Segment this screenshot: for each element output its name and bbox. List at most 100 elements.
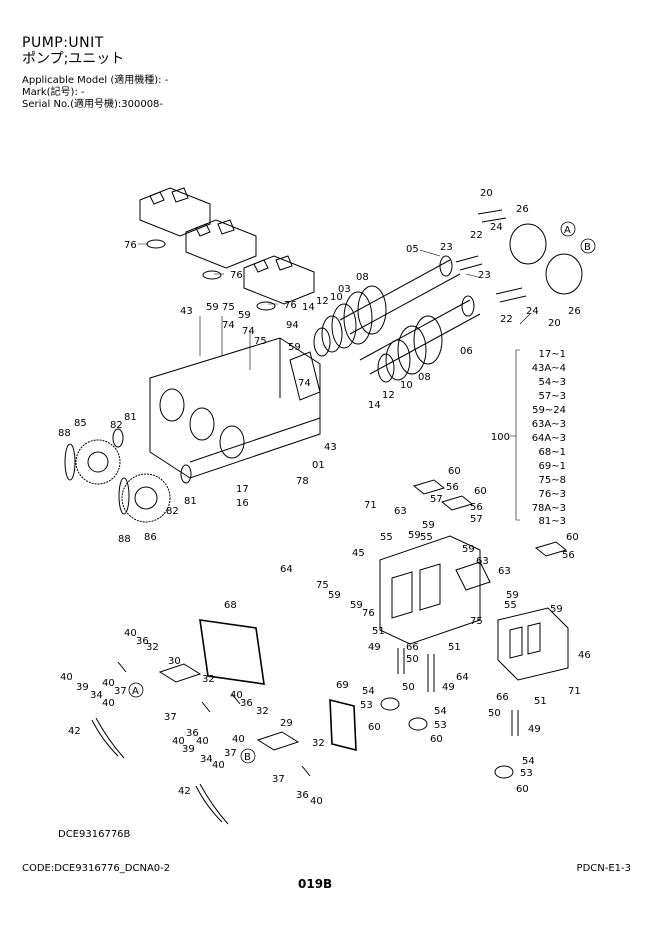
part-callout: 57 bbox=[430, 494, 443, 505]
part-callout: 59 bbox=[288, 342, 301, 353]
part-callout: 22 bbox=[500, 314, 513, 325]
kit-item: 17~1 bbox=[539, 349, 566, 360]
kit-item: 81~3 bbox=[539, 516, 566, 527]
part-callout: 53 bbox=[360, 700, 373, 711]
part-callout: 10 bbox=[330, 292, 343, 303]
part-callout: 55 bbox=[420, 532, 433, 543]
part-callout: 32 bbox=[202, 674, 215, 685]
part-callout: 46 bbox=[578, 650, 591, 661]
part-callout: 24 bbox=[526, 306, 539, 317]
part-callout: 75 bbox=[316, 580, 329, 591]
part-callout: 20 bbox=[548, 318, 561, 329]
part-callout: 23 bbox=[478, 270, 491, 281]
kit-100-list: 100 17~1 43A~4 54~3 57~3 59~24 63A~3 64A… bbox=[491, 349, 566, 527]
part-callout: 49 bbox=[528, 724, 541, 735]
seal-rings-drawing bbox=[199, 619, 357, 752]
part-callout: 51 bbox=[372, 626, 385, 637]
part-callout: 03 bbox=[338, 284, 351, 295]
part-callout: 37 bbox=[224, 748, 237, 759]
part-callout: 59 bbox=[328, 590, 341, 601]
part-callout: 88 bbox=[118, 534, 131, 545]
part-callout: 30 bbox=[168, 656, 181, 667]
part-callout: 60 bbox=[368, 722, 381, 733]
part-callout: 34 bbox=[200, 754, 213, 765]
lever-linkage-drawing bbox=[91, 661, 311, 825]
part-callout: 54 bbox=[522, 756, 535, 767]
page-title: PUMP:UNIT bbox=[22, 35, 104, 51]
part-callout: 60 bbox=[516, 784, 529, 795]
part-callout: 43 bbox=[180, 306, 193, 317]
part-callout: 76 bbox=[124, 240, 137, 251]
part-callout: 40 bbox=[102, 698, 115, 709]
pump-shafts-drawing bbox=[313, 209, 583, 383]
part-callout: 06 bbox=[460, 346, 473, 357]
part-callout: 75 bbox=[222, 302, 235, 313]
gears-drawing bbox=[64, 428, 192, 523]
page-number: 019B bbox=[298, 877, 333, 891]
part-callout: 42 bbox=[68, 726, 81, 737]
part-callout: 94 bbox=[286, 320, 299, 331]
part-callout: 54 bbox=[362, 686, 375, 697]
kit-number: 100 bbox=[491, 432, 510, 443]
kit-item: 64A~3 bbox=[532, 433, 566, 444]
part-callout: 05 bbox=[406, 244, 419, 255]
part-callout: 56 bbox=[446, 482, 459, 493]
part-callout: 55 bbox=[504, 600, 517, 611]
part-callout: 63 bbox=[498, 566, 511, 577]
part-callout: 36 bbox=[296, 790, 309, 801]
kit-item: 76~3 bbox=[539, 489, 566, 500]
part-callout: 66 bbox=[406, 642, 419, 653]
part-callout: 10 bbox=[400, 380, 413, 391]
regulator-drawing bbox=[379, 479, 569, 779]
part-callout: 49 bbox=[368, 642, 381, 653]
kit-item: 57~3 bbox=[539, 391, 566, 402]
kit-item: 78A~3 bbox=[532, 503, 566, 514]
part-callout: 20 bbox=[480, 188, 493, 199]
part-callout: B bbox=[584, 242, 591, 253]
part-callout: 45 bbox=[352, 548, 365, 559]
part-callout: 60 bbox=[448, 466, 461, 477]
part-callout: 81 bbox=[184, 496, 197, 507]
part-callout: 37 bbox=[272, 774, 285, 785]
part-callout: 14 bbox=[368, 400, 381, 411]
part-callout: 40 bbox=[124, 628, 137, 639]
part-callout: 14 bbox=[302, 302, 315, 313]
kit-item: 59~24 bbox=[532, 405, 566, 416]
part-callout: 39 bbox=[182, 744, 195, 755]
part-callout: 32 bbox=[312, 738, 325, 749]
part-callout: 40 bbox=[232, 734, 245, 745]
mark: Mark(記号): - bbox=[22, 87, 85, 98]
part-callout: 63 bbox=[476, 556, 489, 567]
part-callout: 54 bbox=[434, 706, 447, 717]
part-callout: 17 bbox=[236, 484, 249, 495]
part-callout: 01 bbox=[312, 460, 325, 471]
part-callout: 64 bbox=[456, 672, 469, 683]
part-callout: 76 bbox=[230, 270, 243, 281]
part-callout: 42 bbox=[178, 786, 191, 797]
part-callout: 60 bbox=[474, 486, 487, 497]
part-callout: 88 bbox=[58, 428, 71, 439]
part-callout: 60 bbox=[566, 532, 579, 543]
part-callout: 23 bbox=[440, 242, 453, 253]
part-callout: 32 bbox=[146, 642, 159, 653]
part-callout: 32 bbox=[256, 706, 269, 717]
part-callout: 66 bbox=[496, 692, 509, 703]
control-valve-drawing bbox=[139, 187, 315, 311]
part-callout: 69 bbox=[336, 680, 349, 691]
part-callout: 68 bbox=[224, 600, 237, 611]
part-callout: 12 bbox=[316, 296, 329, 307]
part-callout: 59 bbox=[506, 590, 519, 601]
kit-item: 68~1 bbox=[539, 447, 566, 458]
part-callout: 40 bbox=[212, 760, 225, 771]
part-callout: 82 bbox=[166, 506, 179, 517]
page-title-japanese: ポンプ;ユニット bbox=[22, 51, 125, 67]
part-callout: 40 bbox=[230, 690, 243, 701]
drawing-code: DCE9316776B bbox=[58, 829, 131, 840]
part-callout: 76 bbox=[284, 300, 297, 311]
part-callout: 39 bbox=[76, 682, 89, 693]
part-callout: 16 bbox=[236, 498, 249, 509]
part-callout: 59 bbox=[350, 600, 363, 611]
part-callout: 74 bbox=[242, 326, 255, 337]
part-callout: 76 bbox=[362, 608, 375, 619]
